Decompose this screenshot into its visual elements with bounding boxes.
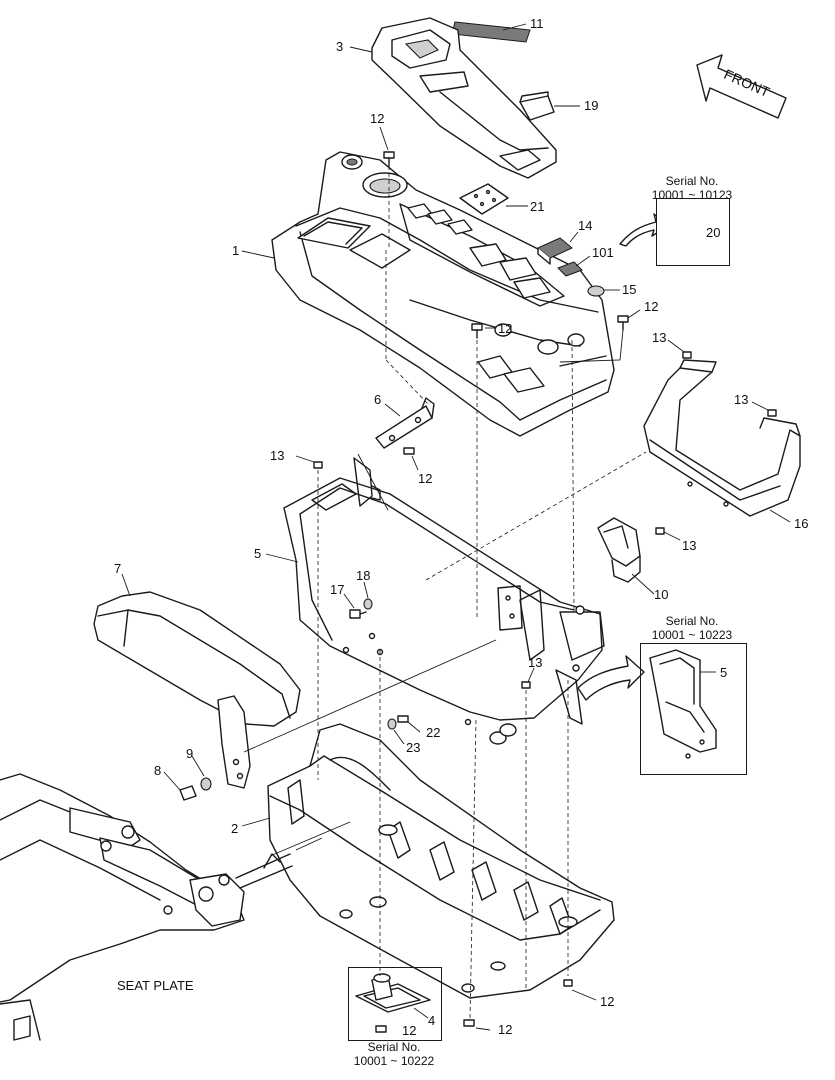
bolt-12-top: [379, 126, 395, 250]
part-5-frame: [265, 453, 605, 745]
callout-22: 22: [426, 725, 441, 740]
part-19-bracket: [519, 91, 580, 121]
inset-top-frame: [656, 198, 730, 266]
inset-bottom-serial: Serial No. 10001 ~ 10222: [344, 1040, 444, 1068]
callout-3: 3: [336, 39, 344, 54]
callout-15: 15: [622, 282, 637, 297]
part-7-armrest: [93, 573, 301, 789]
callout-101: 101: [592, 245, 614, 260]
bolt-17: [343, 593, 367, 619]
part-1-console: [241, 151, 615, 437]
washer-9: [191, 755, 212, 791]
inset-right-serial: Serial No. 10001 ~ 10223: [636, 614, 748, 642]
callout-6: 6: [374, 392, 382, 407]
callout-14: 14: [578, 218, 593, 233]
callout-13-left: 13: [270, 448, 285, 463]
serial-title: Serial No.: [665, 614, 719, 628]
part-101-cap: [557, 255, 591, 277]
bolt-22: [397, 715, 421, 733]
callout-16: 16: [794, 516, 809, 531]
part-6-bracket: [375, 397, 435, 471]
inset-right-drawing: [577, 649, 717, 759]
callout-12-bracket: 12: [418, 471, 433, 486]
callout-17: 17: [330, 582, 345, 597]
callout-21: 21: [530, 199, 545, 214]
serial-range: 10001 ~ 10222: [353, 1054, 435, 1068]
part-14-cap: [537, 231, 579, 265]
part-10-clip: [597, 517, 681, 595]
serial-title: Serial No.: [665, 174, 719, 188]
callout-12-inset: 12: [402, 1023, 417, 1038]
part-3-top-cover: [349, 17, 557, 179]
part-16-bracket: [643, 339, 801, 523]
serial-title: Serial No.: [367, 1040, 421, 1054]
part-2-lower-cover: [241, 723, 615, 999]
part-21-plate: [459, 183, 528, 215]
bolt-12-right: [559, 309, 641, 363]
callout-19: 19: [584, 98, 599, 113]
seat-plate-label: SEAT PLATE: [117, 978, 194, 993]
washer-18: [363, 581, 373, 610]
callout-13-clip: 13: [682, 538, 697, 553]
callout-12-top: 12: [370, 111, 385, 126]
part-15-plug: [587, 285, 620, 297]
callout-7: 7: [114, 561, 122, 576]
callout-12-right: 12: [644, 299, 659, 314]
callout-5b: 5: [720, 665, 728, 680]
callout-13-frame: 13: [528, 655, 543, 670]
part-11-strip: [451, 21, 531, 43]
serial-range: 10001 ~ 10223: [651, 628, 733, 642]
callout-12-bottom-mid: 12: [498, 1022, 513, 1037]
callout-12-mid: 12: [498, 321, 513, 336]
callout-20: 20: [706, 225, 721, 240]
bolt-12-bottom-mid: [463, 1019, 491, 1031]
assembly-dash-lines: [243, 250, 647, 1019]
inset-bottom-drawing: [355, 973, 431, 1033]
bolt-13-frame-right: [521, 667, 535, 689]
callout-5a: 5: [254, 546, 262, 561]
front-arrow: FRONT: [696, 54, 787, 119]
washer-23: [387, 718, 405, 745]
callout-10: 10: [654, 587, 669, 602]
callout-1: 1: [232, 243, 240, 258]
callout-2: 2: [231, 821, 239, 836]
callout-23: 23: [406, 740, 421, 755]
callout-13-bracket-top: 13: [652, 330, 667, 345]
inset-top-serial: Serial No. 10001 ~ 10123: [640, 174, 744, 202]
callout-13-bracket-mid: 13: [734, 392, 749, 407]
callout-9: 9: [186, 746, 194, 761]
bolt-12-bottom-right: [563, 979, 597, 1001]
callout-11: 11: [530, 16, 544, 31]
callout-18: 18: [356, 568, 371, 583]
serial-range: 10001 ~ 10123: [651, 188, 733, 202]
inset-bottom-frame: [348, 967, 442, 1041]
bolt-8: [163, 771, 197, 801]
callout-12-bottom-right: 12: [600, 994, 615, 1009]
seat-plate-assembly: [0, 773, 351, 1041]
inset-right-frame: [640, 643, 747, 775]
bolt-12-mid: [471, 323, 496, 339]
bolt-13-frame-left: [295, 455, 323, 469]
callout-4: 4: [428, 1013, 436, 1028]
callout-8: 8: [154, 763, 162, 778]
